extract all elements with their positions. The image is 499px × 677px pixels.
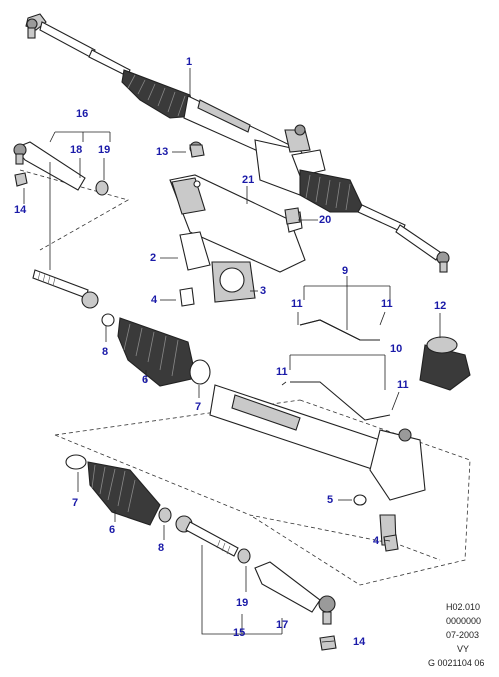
- callout-14-upper: 14: [14, 204, 27, 216]
- callout-7-upper: 7: [195, 401, 202, 413]
- callout-6-upper: 6: [142, 374, 149, 386]
- fastener-13: [189, 144, 205, 158]
- callout-19-upper: 19: [98, 144, 111, 156]
- rack-boot-left: [117, 317, 211, 387]
- inner-tie-rod-lower: [175, 515, 251, 564]
- rack-boot-upper-right: [299, 169, 366, 213]
- reference-line-4: VY: [457, 644, 470, 654]
- rack-boot-lower: [65, 454, 172, 526]
- callout-5: 5: [327, 494, 334, 506]
- callout-18: 18: [70, 144, 83, 156]
- hydraulic-line-lower: [290, 381, 391, 421]
- callout-10: 10: [390, 343, 403, 355]
- hydraulic-line-upper: [299, 319, 380, 341]
- tie-rod-end-upper-right: [395, 224, 450, 273]
- callout-20: 20: [319, 214, 332, 226]
- callout-11-d: 11: [397, 379, 409, 391]
- callout-15: 15: [233, 627, 246, 639]
- callout-9: 9: [342, 265, 349, 277]
- callout-6-lower: 6: [109, 524, 116, 536]
- mounting-bracket: [169, 141, 306, 307]
- rack-boot-upper-left: [121, 69, 196, 119]
- reference-line-5: G 0021104 06: [428, 658, 485, 668]
- callout-7-lower: 7: [72, 497, 79, 509]
- reference-line-1: H02.010: [446, 602, 481, 612]
- callout-13: 13: [156, 146, 169, 158]
- callout-11-b: 11: [381, 298, 393, 310]
- fastener-4-lower: [383, 534, 399, 552]
- outer-tie-rod-lower: [254, 561, 337, 651]
- callout-11-c: 11: [276, 366, 288, 378]
- steering-column-seal: [419, 336, 471, 391]
- callout-4-upper: 4: [151, 294, 158, 306]
- callout-12: 12: [434, 300, 447, 312]
- inner-tie-rod-left: [32, 269, 115, 327]
- tie-rod-end-upper-left: [25, 13, 96, 59]
- callout-11-a: 11: [291, 298, 303, 310]
- group-outline-upper: [19, 169, 130, 251]
- callout-3: 3: [260, 285, 267, 297]
- callout-17: 17: [276, 619, 289, 631]
- leader-lines: [23, 68, 441, 643]
- fastener-20: [284, 207, 301, 225]
- callout-2: 2: [150, 252, 157, 264]
- callout-14-lower: 14: [353, 636, 366, 648]
- reference-line-2: 0000000: [446, 616, 482, 626]
- callout-1: 1: [186, 56, 193, 68]
- steering-rack-housing-lower: [209, 384, 426, 546]
- reference-line-3: 07-2003: [446, 630, 480, 640]
- callout-19-lower: 19: [236, 597, 249, 609]
- callout-4-lower: 4: [373, 535, 380, 547]
- callout-8-lower: 8: [158, 542, 165, 554]
- outer-tie-rod-left-set: [13, 141, 109, 196]
- callout-8-upper: 8: [102, 346, 109, 358]
- callout-16: 16: [76, 108, 89, 120]
- steering-rack-assembly-upper: [25, 13, 450, 273]
- callout-21: 21: [242, 174, 255, 186]
